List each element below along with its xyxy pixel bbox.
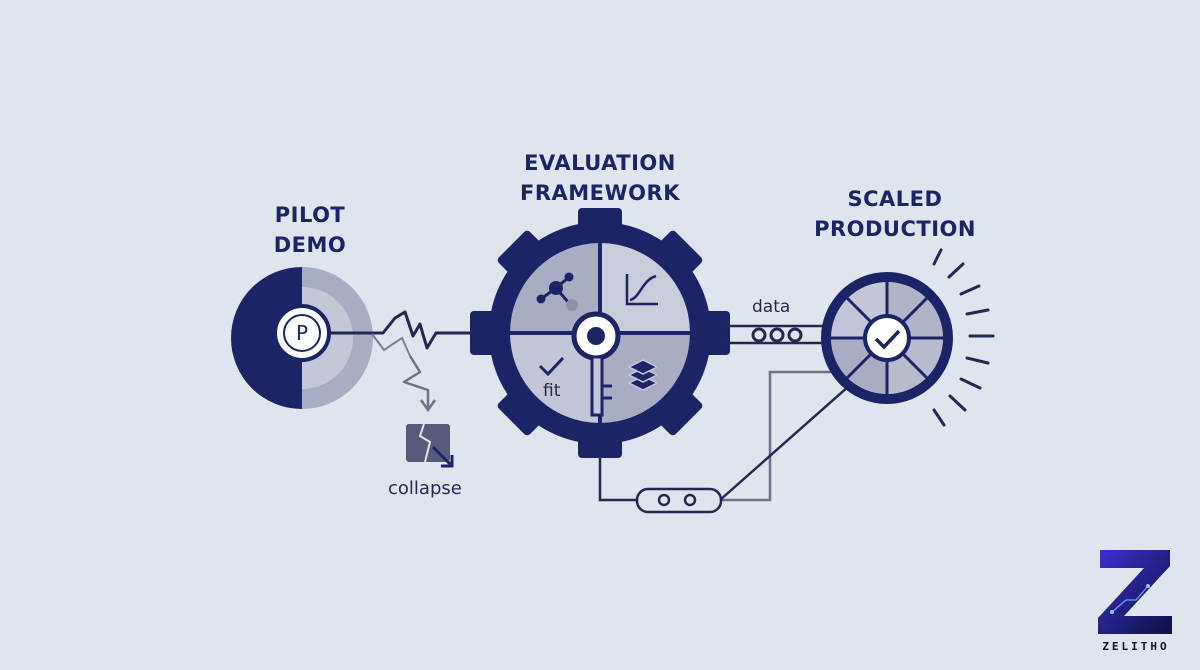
quadrant-fit [510,333,600,423]
scaled-production-wheel [821,272,953,404]
pilot-badge-letter: P [295,321,309,345]
collapse-label: collapse [388,478,462,499]
checkmark-icon [874,329,901,350]
pilot-demo-disc [231,267,373,409]
scaled-production-title: SCALED PRODUCTION [814,187,976,241]
zelitho-logo-mark [1098,550,1172,634]
pilot-to-framework-connector [329,310,490,350]
layers-icon [627,359,659,391]
evaluation-framework-title: EVALUATION FRAMEWORK [520,151,680,205]
network-icon [536,272,578,311]
growth-curve-icon [625,274,658,306]
logo-wordmark: ZELITHO [1102,640,1170,653]
fit-label: fit [543,381,561,401]
pilot-demo-title: PILOT DEMO [273,203,347,257]
keyhole-icon [571,311,621,417]
data-label: data [752,297,791,317]
check-icon [538,356,565,377]
feedback-loop [598,370,859,514]
collapse-icon [406,423,454,468]
quadrant-curve [600,243,690,333]
evaluation-gear [470,208,730,458]
data-pipeline [725,324,830,345]
radiance-rays [932,248,995,427]
collapse-branch [402,355,454,468]
